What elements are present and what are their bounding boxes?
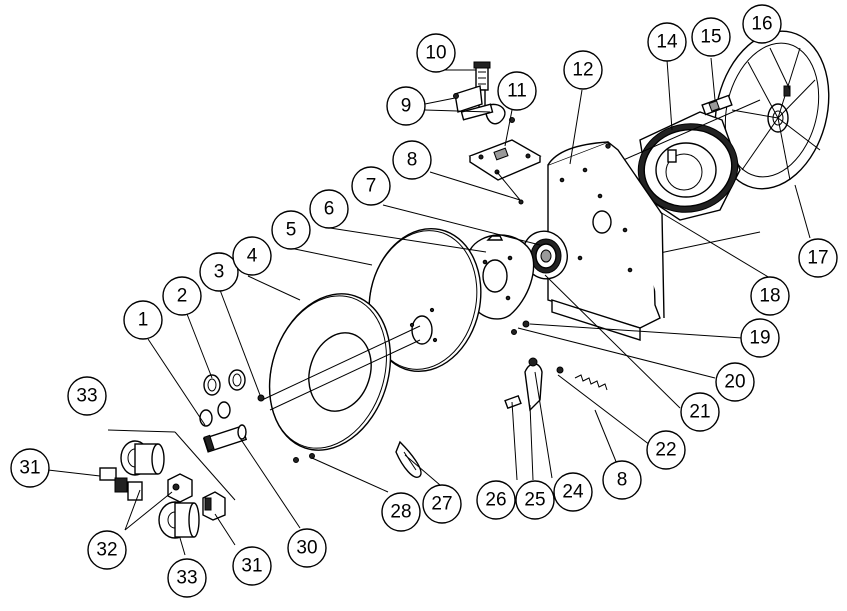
callout-30: 30 <box>287 528 327 568</box>
part-32-fittings <box>167 473 193 503</box>
svg-text:24: 24 <box>562 482 584 503</box>
callout-27: 27 <box>422 484 462 524</box>
svg-text:6: 6 <box>324 199 335 220</box>
svg-text:20: 20 <box>724 372 745 393</box>
svg-text:9: 9 <box>401 96 412 117</box>
svg-text:11: 11 <box>507 81 527 102</box>
part-4-front-disc <box>261 293 421 451</box>
callout-16: 16 <box>742 4 782 44</box>
part-33-adapter-upper <box>120 440 165 476</box>
svg-text:16: 16 <box>751 14 772 35</box>
svg-text:21: 21 <box>689 402 710 423</box>
callout-31-upper: 31 <box>10 448 50 488</box>
part-16-rim-plate <box>714 30 830 190</box>
part-27-handle <box>395 440 422 478</box>
callout-8-lower: 8 <box>602 460 642 500</box>
svg-text:25: 25 <box>524 490 545 511</box>
callout-15: 15 <box>691 17 731 57</box>
part-33-adapter-lower <box>158 501 200 539</box>
callout-28: 28 <box>381 492 421 532</box>
svg-text:1: 1 <box>138 310 149 331</box>
callout-3: 3 <box>199 252 239 292</box>
callout-5: 5 <box>271 210 311 250</box>
callout-32: 32 <box>87 530 127 570</box>
svg-text:15: 15 <box>700 27 721 48</box>
leader-lines <box>47 47 811 556</box>
callout-4: 4 <box>232 236 272 276</box>
part-31-elbow-lower <box>202 491 226 521</box>
svg-text:12: 12 <box>572 60 593 81</box>
callout-6: 6 <box>309 189 349 229</box>
svg-text:31: 31 <box>241 556 262 577</box>
part-1-spindle <box>202 424 248 453</box>
callout-31-lower: 31 <box>232 546 272 586</box>
svg-text:3: 3 <box>214 262 225 283</box>
svg-text:18: 18 <box>759 286 780 307</box>
callout-33-lower: 33 <box>167 558 207 598</box>
svg-text:33: 33 <box>176 568 197 589</box>
part-12-frame <box>547 141 665 341</box>
callout-26: 26 <box>476 480 516 520</box>
svg-text:8: 8 <box>617 470 628 491</box>
part-24-pawl <box>524 357 543 412</box>
svg-text:14: 14 <box>656 32 678 53</box>
svg-text:7: 7 <box>366 176 377 197</box>
svg-text:10: 10 <box>425 43 446 64</box>
svg-text:17: 17 <box>807 248 828 269</box>
callout-25: 25 <box>515 480 555 520</box>
callout-14: 14 <box>647 22 687 62</box>
part-22-spring <box>556 366 608 391</box>
svg-text:4: 4 <box>247 246 258 267</box>
svg-text:5: 5 <box>286 220 297 241</box>
svg-text:27: 27 <box>431 494 452 515</box>
svg-text:8: 8 <box>407 150 418 171</box>
part-15-pin <box>701 94 733 116</box>
callout-18: 18 <box>750 276 790 316</box>
part-20-fasteners <box>511 320 530 335</box>
callout-11: 11 <box>497 71 537 111</box>
callout-8-upper: 8 <box>392 140 432 180</box>
part-31-elbow-upper <box>99 467 143 501</box>
svg-text:33: 33 <box>76 386 97 407</box>
callout-19: 19 <box>740 318 780 358</box>
callout-24: 24 <box>553 472 593 512</box>
part-28-screws <box>293 453 315 463</box>
svg-text:2: 2 <box>177 286 188 307</box>
part-14-spring-housing <box>637 111 741 221</box>
callout-20: 20 <box>715 362 755 402</box>
svg-text:31: 31 <box>19 458 40 479</box>
part-26-bolt <box>504 394 522 410</box>
part-3-screw <box>257 394 265 402</box>
svg-text:19: 19 <box>749 328 770 349</box>
callout-17: 17 <box>798 238 838 278</box>
callout-33-upper: 33 <box>67 376 107 416</box>
callout-21: 21 <box>680 392 720 432</box>
svg-text:22: 22 <box>655 440 676 461</box>
callout-2: 2 <box>162 276 202 316</box>
svg-text:32: 32 <box>96 540 117 561</box>
callout-9: 9 <box>386 86 426 126</box>
part-2-washers <box>199 369 246 427</box>
callout-22: 22 <box>646 430 686 470</box>
part-11-bracket-plate <box>468 139 542 205</box>
svg-text:28: 28 <box>390 502 411 523</box>
svg-text:26: 26 <box>485 490 506 511</box>
callout-7: 7 <box>351 166 391 206</box>
callout-1: 1 <box>123 300 163 340</box>
svg-text:30: 30 <box>296 538 317 559</box>
callout-10: 10 <box>416 33 456 73</box>
callout-12: 12 <box>563 50 603 90</box>
